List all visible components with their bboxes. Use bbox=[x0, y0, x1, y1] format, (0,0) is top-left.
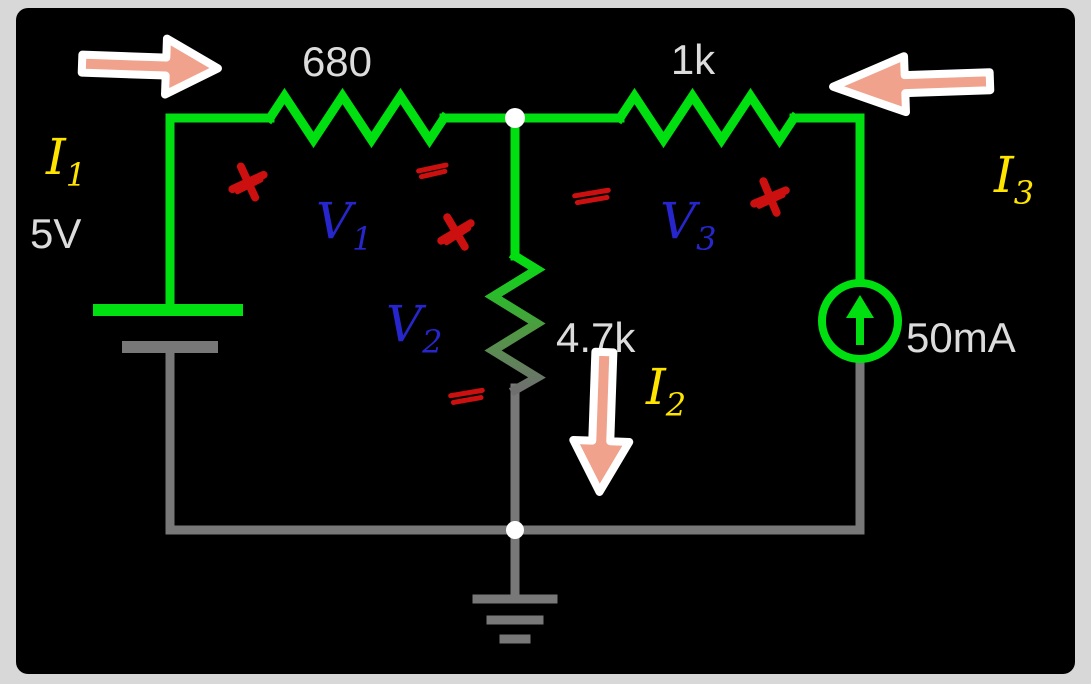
plus-stroke bbox=[759, 177, 781, 217]
label-i1-base: I bbox=[45, 128, 67, 186]
plus-mark-v1-icon bbox=[228, 162, 268, 202]
minus-stroke bbox=[416, 162, 449, 174]
label-v1-base: V bbox=[316, 192, 357, 250]
label-resistor-1k: 1k bbox=[671, 36, 716, 83]
current-arrow-i3-icon bbox=[829, 52, 995, 117]
label-i2-base: I bbox=[645, 358, 667, 416]
plus-scribble bbox=[444, 226, 472, 246]
plus-mark-v2-icon bbox=[437, 213, 475, 251]
minus-mark-v3-icon bbox=[572, 187, 611, 206]
minus-stroke bbox=[450, 395, 484, 405]
plus-scribble bbox=[234, 177, 264, 195]
label-current-source-50ma: 50mA bbox=[906, 314, 1016, 361]
minus-stroke bbox=[572, 187, 611, 199]
minus-stroke bbox=[574, 194, 610, 206]
current-source-arrow-head bbox=[846, 295, 874, 318]
black-canvas bbox=[16, 8, 1075, 674]
current-source-symbol bbox=[818, 279, 902, 363]
resistor-4.7k-body bbox=[484, 249, 546, 397]
plus-stroke bbox=[443, 213, 469, 251]
plus-mark-v3-icon bbox=[750, 177, 790, 217]
label-resistor-680: 680 bbox=[302, 38, 372, 85]
minus-stroke bbox=[418, 168, 448, 180]
label-i2-sub: 2 bbox=[665, 386, 686, 424]
label-v3-base: V bbox=[660, 192, 701, 250]
label-i1-sub: 1 bbox=[66, 156, 86, 194]
ground-icon bbox=[472, 525, 558, 644]
label-v2-base: V bbox=[386, 295, 427, 353]
label-i3-sub: 3 bbox=[1014, 174, 1034, 212]
label-v3: V3 bbox=[660, 192, 716, 258]
label-v1: V1 bbox=[316, 192, 372, 258]
wire-left bbox=[165, 113, 275, 315]
left-arrow-icon bbox=[829, 52, 995, 117]
active-wires bbox=[165, 87, 865, 315]
label-v2: V2 bbox=[386, 295, 442, 361]
minus-mark-v2-icon bbox=[448, 387, 485, 405]
node-bottom bbox=[506, 521, 524, 539]
label-v3-sub: 3 bbox=[696, 220, 716, 258]
label-i2: I2 bbox=[645, 358, 686, 424]
down-arrow-icon bbox=[569, 347, 634, 496]
label-i3-base: I bbox=[993, 146, 1015, 204]
current-arrow-i1-icon bbox=[77, 34, 222, 99]
plus-stroke bbox=[236, 162, 260, 202]
label-battery-5v: 5V bbox=[30, 210, 81, 257]
right-arrow-icon bbox=[77, 34, 222, 99]
node-top bbox=[505, 108, 525, 128]
plus-scribble bbox=[756, 192, 786, 209]
label-i1: I1 bbox=[45, 128, 86, 194]
label-i3: I3 bbox=[993, 146, 1034, 212]
minus-mark-v1-icon bbox=[416, 162, 449, 180]
minus-stroke bbox=[448, 387, 485, 399]
wire-right bbox=[789, 113, 865, 287]
current-arrow-i2-icon bbox=[569, 347, 634, 496]
label-v2-sub: 2 bbox=[421, 323, 442, 361]
resistor-680-body bbox=[263, 87, 451, 149]
label-v1-sub: 1 bbox=[352, 220, 372, 258]
resistor-1k-body bbox=[613, 87, 801, 149]
